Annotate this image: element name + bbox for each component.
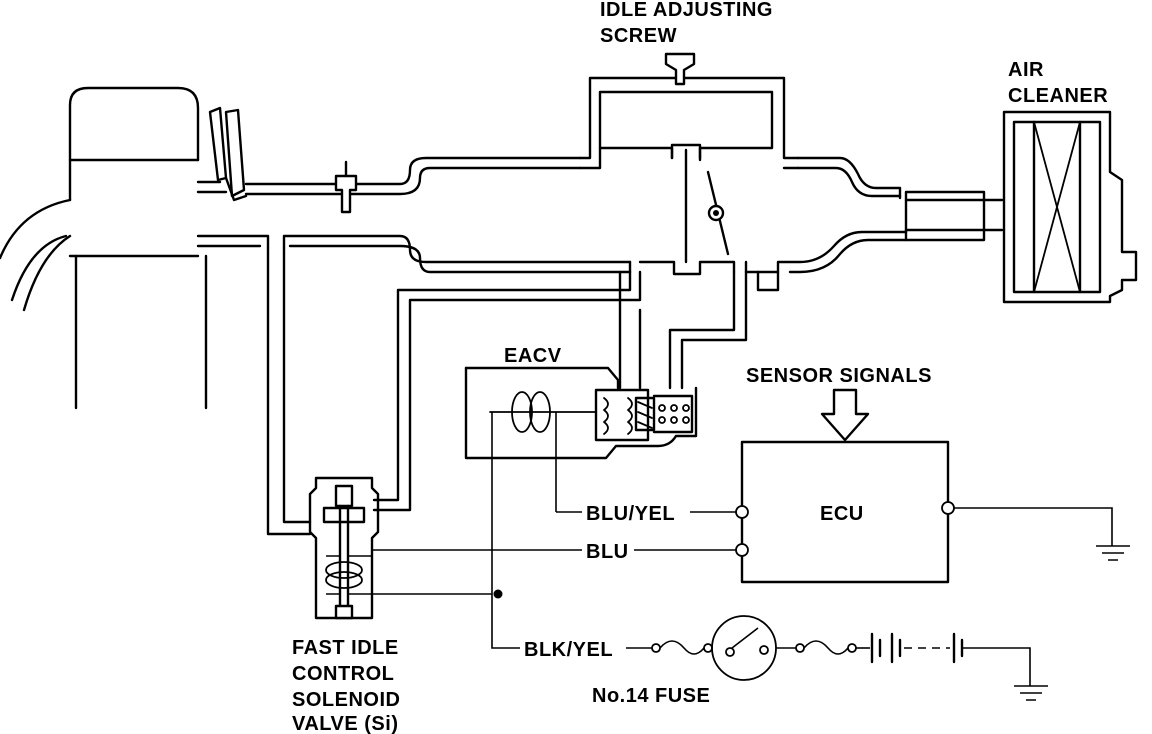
label-idle-adjusting-screw-2: SCREW bbox=[600, 25, 677, 47]
intake-manifold bbox=[196, 156, 632, 274]
engine-block bbox=[0, 86, 208, 410]
ground-symbol-ecu bbox=[1096, 545, 1130, 561]
label-ecu: ECU bbox=[820, 503, 864, 525]
wiring bbox=[372, 501, 1130, 649]
label-sensor-signals: SENSOR SIGNALS bbox=[746, 365, 932, 387]
label-fast-idle-valve-3: SOLENOID bbox=[292, 689, 400, 711]
label-air-cleaner-2: CLEANER bbox=[1008, 85, 1108, 107]
label-fast-idle-valve-4: VALVE (Si) bbox=[292, 713, 398, 734]
ground-symbol-battery bbox=[1014, 685, 1048, 701]
ecu-terminal-blu-yel bbox=[735, 505, 749, 519]
wire-junction bbox=[493, 589, 503, 599]
bypass-passages bbox=[266, 246, 780, 536]
label-wire-blu-yel: BLU/YEL bbox=[586, 503, 675, 525]
ecu-terminal-ground bbox=[941, 501, 955, 515]
intake-duct bbox=[904, 190, 1004, 242]
ecu-terminal-blu bbox=[735, 543, 749, 557]
fuel-injector bbox=[208, 106, 248, 202]
battery-symbol bbox=[870, 632, 1031, 686]
label-fast-idle-valve-2: CONTROL bbox=[292, 663, 394, 685]
fuse-circuit bbox=[651, 615, 1048, 701]
label-wire-blk-yel: BLK/YEL bbox=[524, 639, 613, 661]
label-fast-idle-valve: FAST IDLE bbox=[292, 637, 399, 659]
eacv-valve bbox=[464, 366, 698, 600]
air-cleaner bbox=[1002, 110, 1138, 304]
label-idle-adjusting-screw: IDLE ADJUSTING bbox=[600, 0, 773, 21]
label-wire-blu: BLU bbox=[586, 541, 629, 563]
label-eacv: EACV bbox=[504, 345, 562, 367]
throttle-body bbox=[578, 52, 908, 276]
label-fuse: No.14 FUSE bbox=[592, 685, 710, 707]
label-air-cleaner: AIR bbox=[1008, 59, 1044, 81]
ecu-box bbox=[740, 388, 950, 584]
fast-idle-solenoid-valve bbox=[308, 476, 380, 620]
